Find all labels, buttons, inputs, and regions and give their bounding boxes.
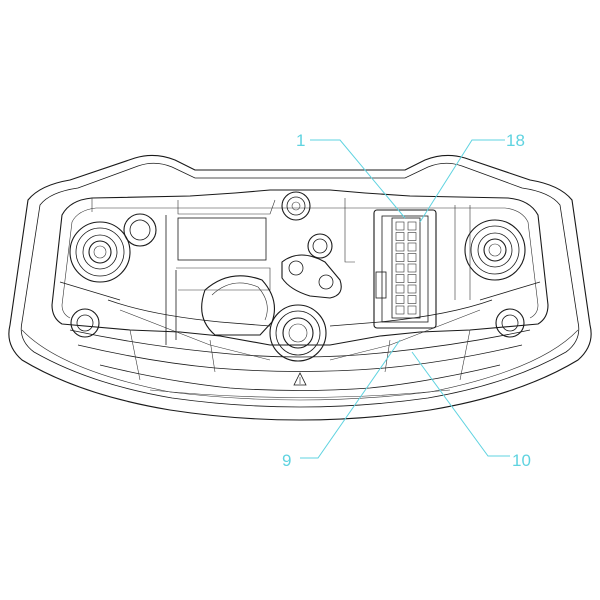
connector-pin	[395, 305, 405, 315]
stepper-motor	[201, 275, 275, 336]
callout-label-1: 1	[296, 131, 305, 150]
connector-pin	[395, 295, 405, 304]
top-screw-boss	[281, 191, 311, 221]
callout-leaders	[300, 139, 510, 459]
connector-pin	[395, 284, 405, 294]
leader-10	[411, 351, 510, 457]
connector-pin	[395, 242, 405, 252]
mounting-bracket	[281, 254, 342, 299]
connector-pin	[395, 253, 405, 262]
connector-pin	[395, 232, 405, 241]
right-small-boss	[495, 308, 525, 338]
connector-pin	[407, 242, 417, 252]
outer-housing	[8, 154, 592, 421]
center-pin-boss	[307, 233, 333, 259]
connector-pin	[395, 263, 405, 273]
connector-pins	[395, 221, 417, 315]
connector-pin	[407, 274, 417, 283]
upper-left-small-boss	[123, 213, 157, 247]
connector-pin	[407, 284, 417, 294]
leader-9	[300, 339, 401, 459]
circuit-board-area	[165, 215, 271, 345]
connector-pin	[395, 221, 405, 231]
lower-bezel	[69, 299, 531, 398]
frame-details	[59, 198, 541, 301]
leader-1	[310, 139, 406, 219]
connector-pin	[407, 263, 417, 273]
connector-pin	[407, 253, 417, 262]
left-small-boss	[70, 308, 100, 338]
inner-tray	[51, 189, 549, 346]
connector-pin	[407, 232, 417, 241]
right-mount-boss	[464, 219, 526, 281]
leader-18	[419, 139, 505, 223]
callout-label-18: 18	[506, 131, 525, 150]
callout-label-9: 9	[282, 451, 291, 470]
connector-pin	[395, 274, 405, 283]
connector-pin	[407, 295, 417, 304]
wiring-connector	[373, 209, 437, 329]
connector-pin	[407, 221, 417, 231]
left-mount-boss	[69, 221, 131, 283]
callout-label-10: 10	[512, 451, 531, 470]
connector-pin	[407, 305, 417, 315]
center-mount-boss	[269, 304, 327, 362]
